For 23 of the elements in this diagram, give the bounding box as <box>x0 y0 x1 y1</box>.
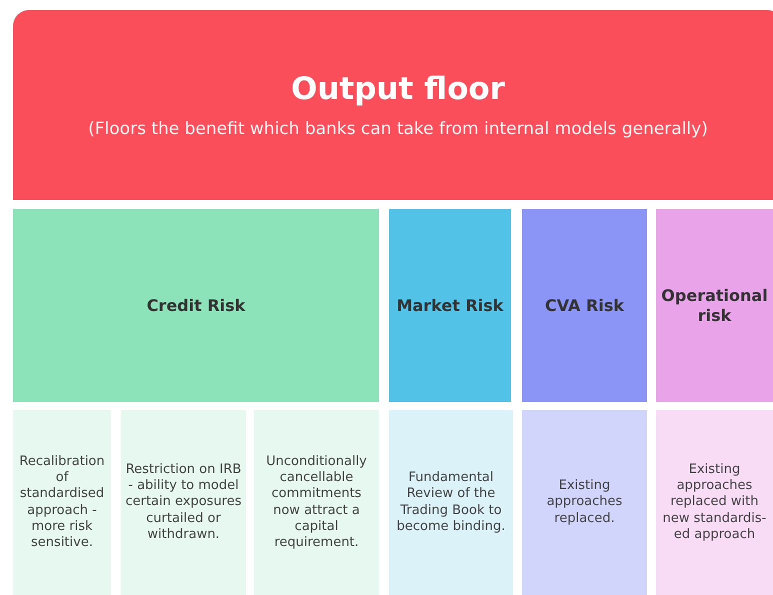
description-box <box>389 410 513 595</box>
description-text: Fundamental Review of the Trading Book to become binding. <box>396 470 506 535</box>
description-box <box>656 410 773 595</box>
category-label: CVA Risk <box>544 296 626 316</box>
category-box <box>656 209 773 402</box>
category-box <box>13 209 379 402</box>
description-text: Unconditionally cancellable commitments now attract a capital requirement. <box>265 454 368 552</box>
description-text: Existing approaches replaced with new standardis-ed approach <box>662 462 768 544</box>
category-label: Market Risk <box>396 296 504 316</box>
description-text: Restriction on IRB - ability to model certain exposures curtailed or withdrawn. <box>124 462 243 544</box>
category-box <box>389 209 511 402</box>
description-box <box>121 410 246 595</box>
description-box <box>522 410 647 595</box>
subtitle: (Floors the benefit which banks can take from internal models generally) <box>87 119 709 139</box>
description-box <box>254 410 379 595</box>
description-text: Recalibration of standardised approach - more risk sensitive. <box>18 454 106 552</box>
description-text: Existing approaches replaced. <box>546 478 624 527</box>
header-panel <box>13 10 773 200</box>
description-box <box>13 410 111 595</box>
category-label: Operational risk <box>660 286 769 326</box>
category-box <box>522 209 647 402</box>
category-label: Credit Risk <box>146 296 246 316</box>
title: Output floor <box>290 71 506 107</box>
